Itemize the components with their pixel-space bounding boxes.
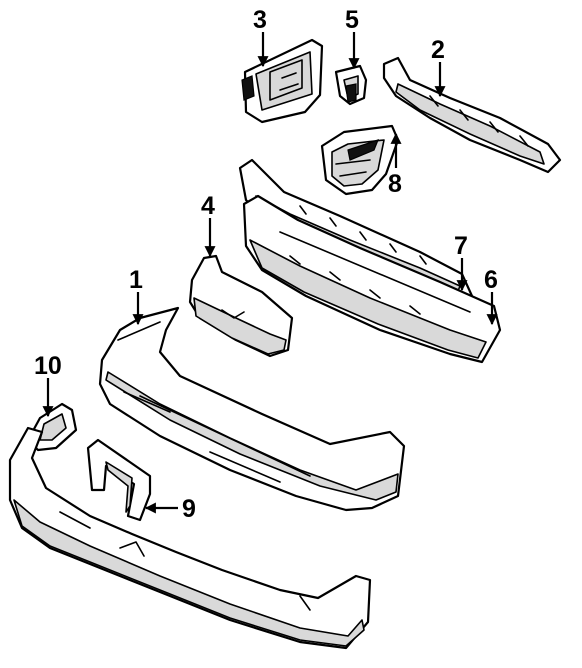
part-2-upper-support	[382, 56, 562, 174]
part-8-side-bracket	[320, 124, 400, 196]
callout-1: 1	[129, 266, 143, 294]
callout-5: 5	[345, 6, 359, 34]
part-6-reinforcement	[242, 194, 502, 364]
lower-bumper-assembly	[8, 426, 372, 650]
part-4-impact-strip	[188, 254, 294, 358]
callout-6: 6	[484, 266, 498, 294]
callout-9: 9	[182, 495, 196, 523]
part-9-mounting-plate	[86, 438, 152, 522]
callout-4: 4	[201, 192, 215, 220]
callout-3: 3	[253, 6, 267, 34]
callout-10: 10	[34, 352, 62, 380]
callout-7: 7	[454, 232, 468, 260]
part-1-bumper-cover	[98, 306, 406, 512]
callout-labels: 3 5 2 8 4 7 6 1 10 9	[34, 6, 498, 523]
callout-2: 2	[431, 36, 445, 64]
part-3-license-bracket	[241, 38, 324, 124]
leader-lines	[42, 32, 498, 514]
part-5-mount-bracket	[334, 64, 368, 106]
callout-8: 8	[388, 170, 402, 198]
